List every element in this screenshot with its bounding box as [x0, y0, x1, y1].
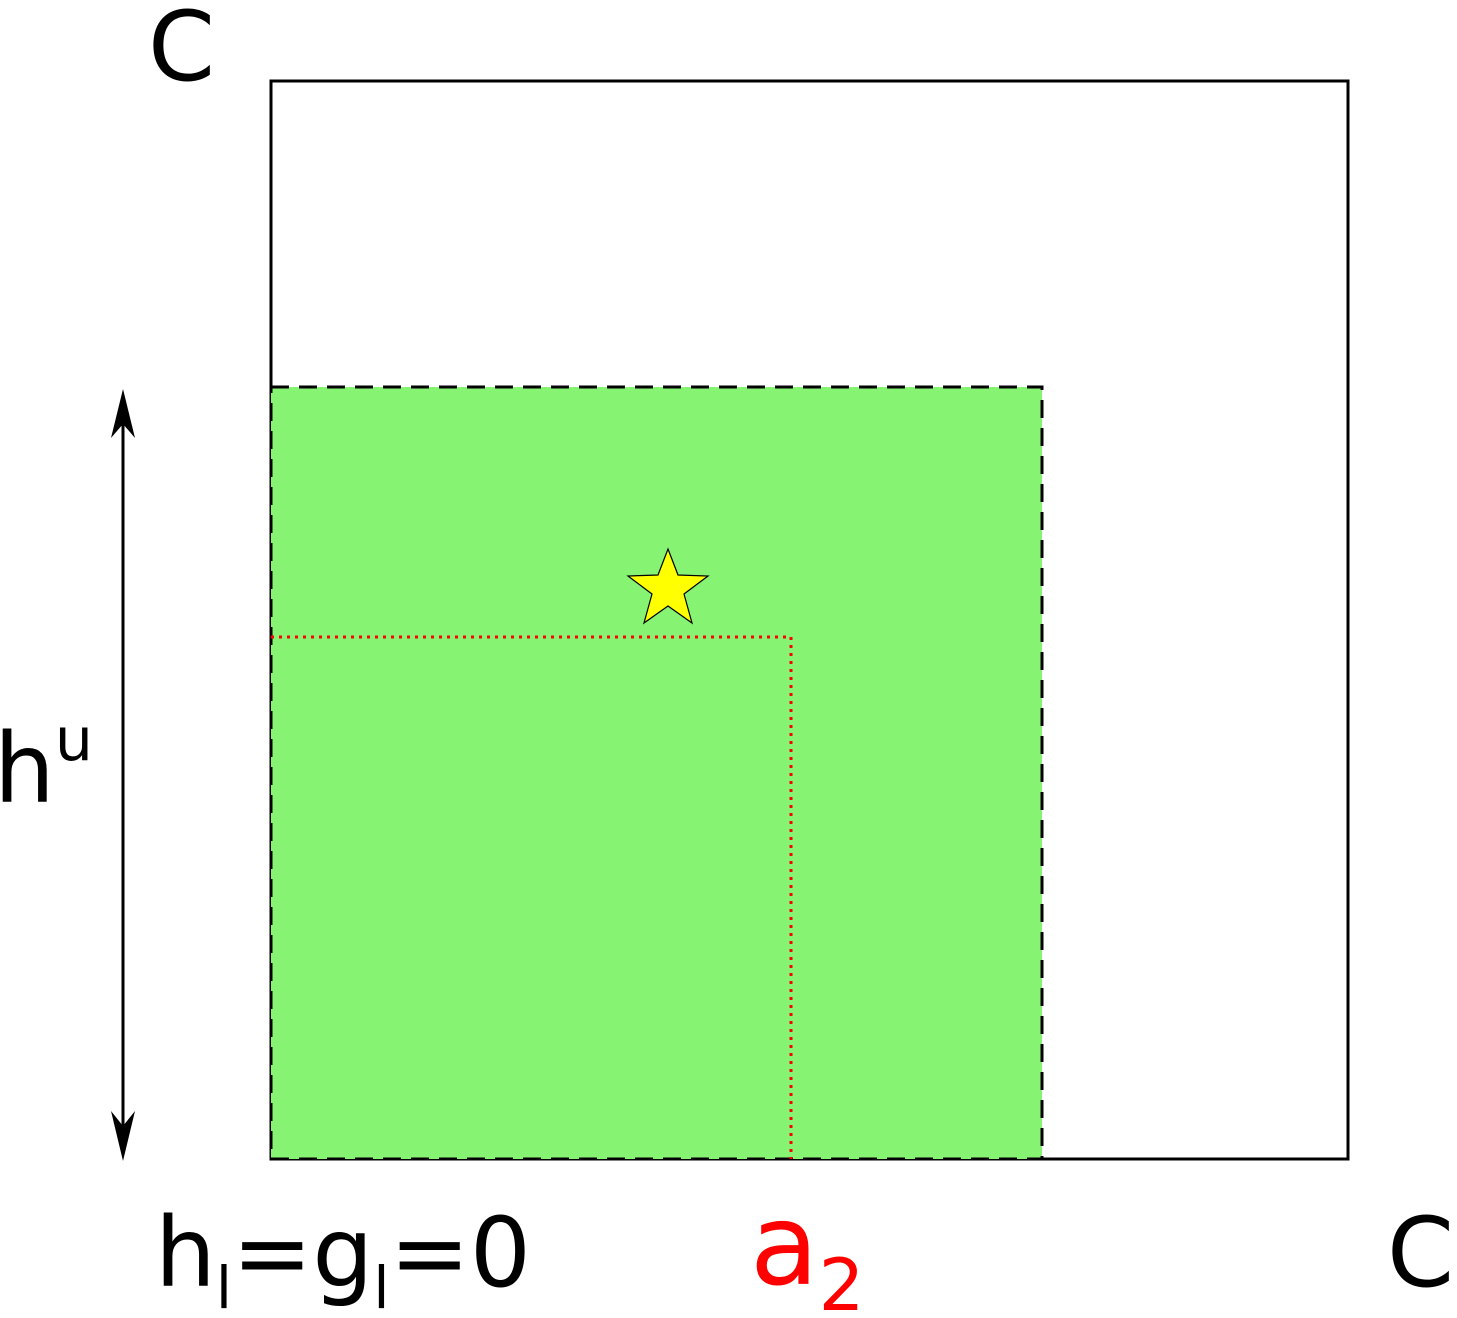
vertical-extent-sup: u: [55, 705, 93, 775]
star-icon: [626, 547, 710, 625]
marker-base: a: [750, 1181, 819, 1311]
origin-eq1: =: [232, 1197, 312, 1309]
origin-eq2: =0: [389, 1197, 531, 1309]
shaded-region: [269, 385, 1044, 1161]
marker-sub: 2: [819, 1243, 865, 1318]
origin-h-sub: l: [216, 1254, 232, 1318]
origin-h: h: [155, 1197, 216, 1309]
origin-g: g: [312, 1197, 373, 1309]
origin-g-sub: l: [373, 1254, 389, 1318]
double-arrow-icon: [111, 389, 135, 1161]
bottom-right-label: C: [1387, 1197, 1454, 1309]
origin-label: hl=gl=0: [155, 1197, 531, 1318]
vertical-extent-base: h: [0, 713, 55, 825]
red-dotted-boundary: [271, 635, 793, 1159]
vertical-extent-label: hu: [0, 705, 93, 825]
marker-label: a2: [750, 1181, 864, 1318]
top-left-label: C: [148, 0, 215, 103]
